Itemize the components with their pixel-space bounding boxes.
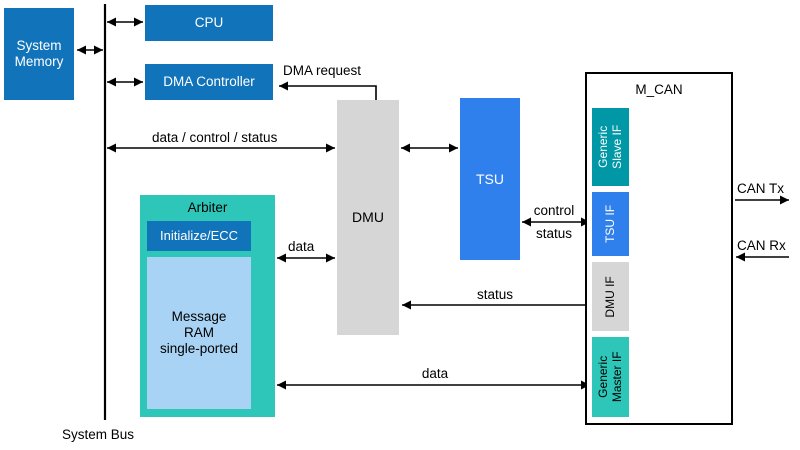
dmu-block: DMU (337, 100, 399, 335)
initialize-ecc-label: Initialize/ECC (159, 228, 239, 244)
data-control-status-label: data / control / status (152, 130, 278, 145)
dmu-if-block: DMU IF (592, 262, 629, 331)
dma-controller-label: DMA Controller (163, 73, 255, 89)
can-rx-label: CAN Rx (737, 238, 786, 253)
arbiter-label: Arbiter (187, 200, 228, 215)
generic-slave-if-block: Generic Slave IF (592, 108, 629, 186)
tsu-if-block: TSU IF (592, 192, 629, 256)
m-can-block: M_CAN Generic Slave IF TSU IF DMU IF Gen… (585, 72, 733, 425)
tsu-if-label: TSU IF (602, 204, 617, 243)
generic-master-if-label: Generic Master IF (595, 351, 624, 403)
dmu-label: DMU (352, 209, 384, 226)
cpu-block: CPU (145, 5, 273, 41)
dmu-status-label: status (476, 287, 514, 302)
arbiter-dmu-data-label: data (288, 239, 315, 254)
m-can-label: M_CAN (635, 82, 683, 97)
system-memory-block: System Memory (4, 8, 74, 100)
message-ram-block: Message RAM single-ported (147, 257, 251, 409)
cpu-label: CPU (194, 14, 224, 30)
tsu-status-label: status (535, 226, 573, 241)
initialize-ecc-block: Initialize/ECC (147, 221, 251, 251)
generic-master-if-block: Generic Master IF (592, 337, 629, 417)
dma-controller-block: DMA Controller (145, 64, 273, 100)
system-bus-label: System Bus (62, 427, 135, 442)
tsu-block: TSU (460, 98, 520, 260)
system-memory-label: System Memory (14, 37, 64, 69)
dma-request-arrow (279, 81, 377, 100)
dmu-if-label: DMU IF (602, 275, 617, 318)
message-ram-label: Message RAM single-ported (159, 308, 239, 357)
control-label: control (533, 203, 575, 218)
arbiter-block: Arbiter Initialize/ECC Message RAM singl… (140, 195, 275, 417)
can-tx-label: CAN Tx (737, 181, 785, 196)
generic-slave-if-label: Generic Slave IF (595, 125, 624, 170)
dma-request-label: DMA request (283, 63, 362, 78)
arbiter-mcan-data-label: data (421, 366, 449, 381)
tsu-label: TSU (476, 170, 504, 187)
